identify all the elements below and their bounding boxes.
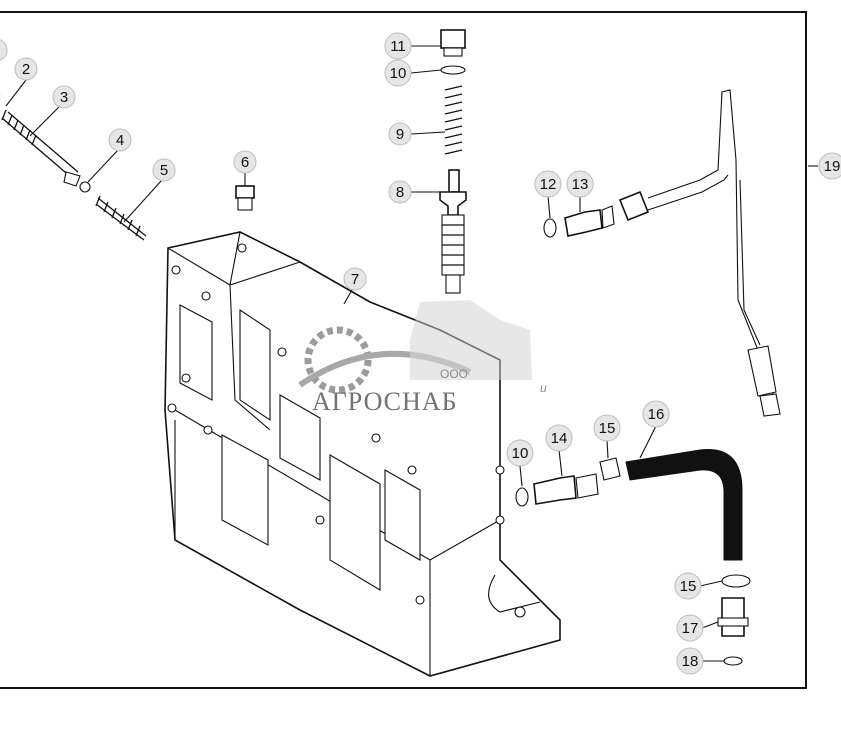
leader-lines: [0, 45, 818, 662]
callout-15b: 15: [674, 572, 702, 600]
callout-10a: 10: [384, 59, 412, 87]
watermark-logo: ООО АГРОСНАБ и: [298, 300, 547, 416]
callout-12: 12: [534, 170, 562, 198]
callout-11: 11: [384, 32, 412, 60]
callout-18-label: 18: [682, 653, 699, 670]
hose-16: [625, 449, 743, 561]
callout-4-label: 4: [116, 132, 124, 149]
callout-2b-label: 2: [22, 61, 30, 78]
callout-15a-label: 15: [599, 420, 616, 437]
callout-3: 3: [52, 85, 76, 109]
callout-18: 18: [676, 647, 704, 675]
callout-4: 4: [108, 128, 132, 152]
callout-3-label: 3: [60, 89, 68, 106]
callout-15a: 15: [593, 414, 621, 442]
spring-5: [95, 195, 147, 241]
callout-9: 9: [388, 122, 412, 146]
callout-19: 19: [818, 152, 841, 180]
watermark-prefix: ООО: [440, 367, 468, 381]
fitting-and-pipe: [543, 89, 781, 417]
callout-14-label: 14: [551, 430, 568, 447]
watermark-brand: АГРОСНАБ: [312, 387, 458, 416]
washer-4: [79, 181, 91, 193]
diagram-frame: [0, 11, 807, 689]
callout-10a-label: 10: [390, 65, 407, 82]
callout-8: 8: [388, 180, 412, 204]
drain-hose-assembly: [515, 449, 751, 666]
callout-6: 6: [233, 150, 257, 174]
spring-9: [444, 85, 463, 155]
callout-13-label: 13: [572, 176, 589, 193]
callout-6-label: 6: [241, 154, 249, 171]
callout-7: 7: [343, 267, 367, 291]
callout-12-label: 12: [540, 176, 557, 193]
callout-10b-label: 10: [512, 445, 529, 462]
callout-2a: 2: [0, 39, 8, 61]
callout-9-label: 9: [396, 126, 404, 143]
callout-19-label: 19: [824, 158, 841, 175]
callout-5: 5: [152, 158, 176, 182]
callout-15b-label: 15: [680, 578, 697, 595]
watermark-suffix: и: [540, 381, 547, 395]
callout-2b: 2: [14, 57, 38, 81]
callout-17-label: 17: [682, 620, 699, 637]
callout-14: 14: [545, 424, 573, 452]
callout-7-label: 7: [351, 271, 359, 288]
valve-housing: [164, 231, 561, 677]
callout-13: 13: [566, 170, 594, 198]
callout-17: 17: [676, 614, 704, 642]
callout-10b: 10: [506, 439, 534, 467]
callout-11-label: 11: [390, 38, 406, 55]
callout-16: 16: [642, 400, 670, 428]
callout-5-label: 5: [160, 162, 168, 179]
plug-6: [235, 185, 255, 211]
relief-valve-stack: [439, 29, 467, 294]
callout-16-label: 16: [648, 406, 665, 423]
valve-spool-assembly: [1, 109, 147, 241]
callout-8-label: 8: [396, 184, 404, 201]
